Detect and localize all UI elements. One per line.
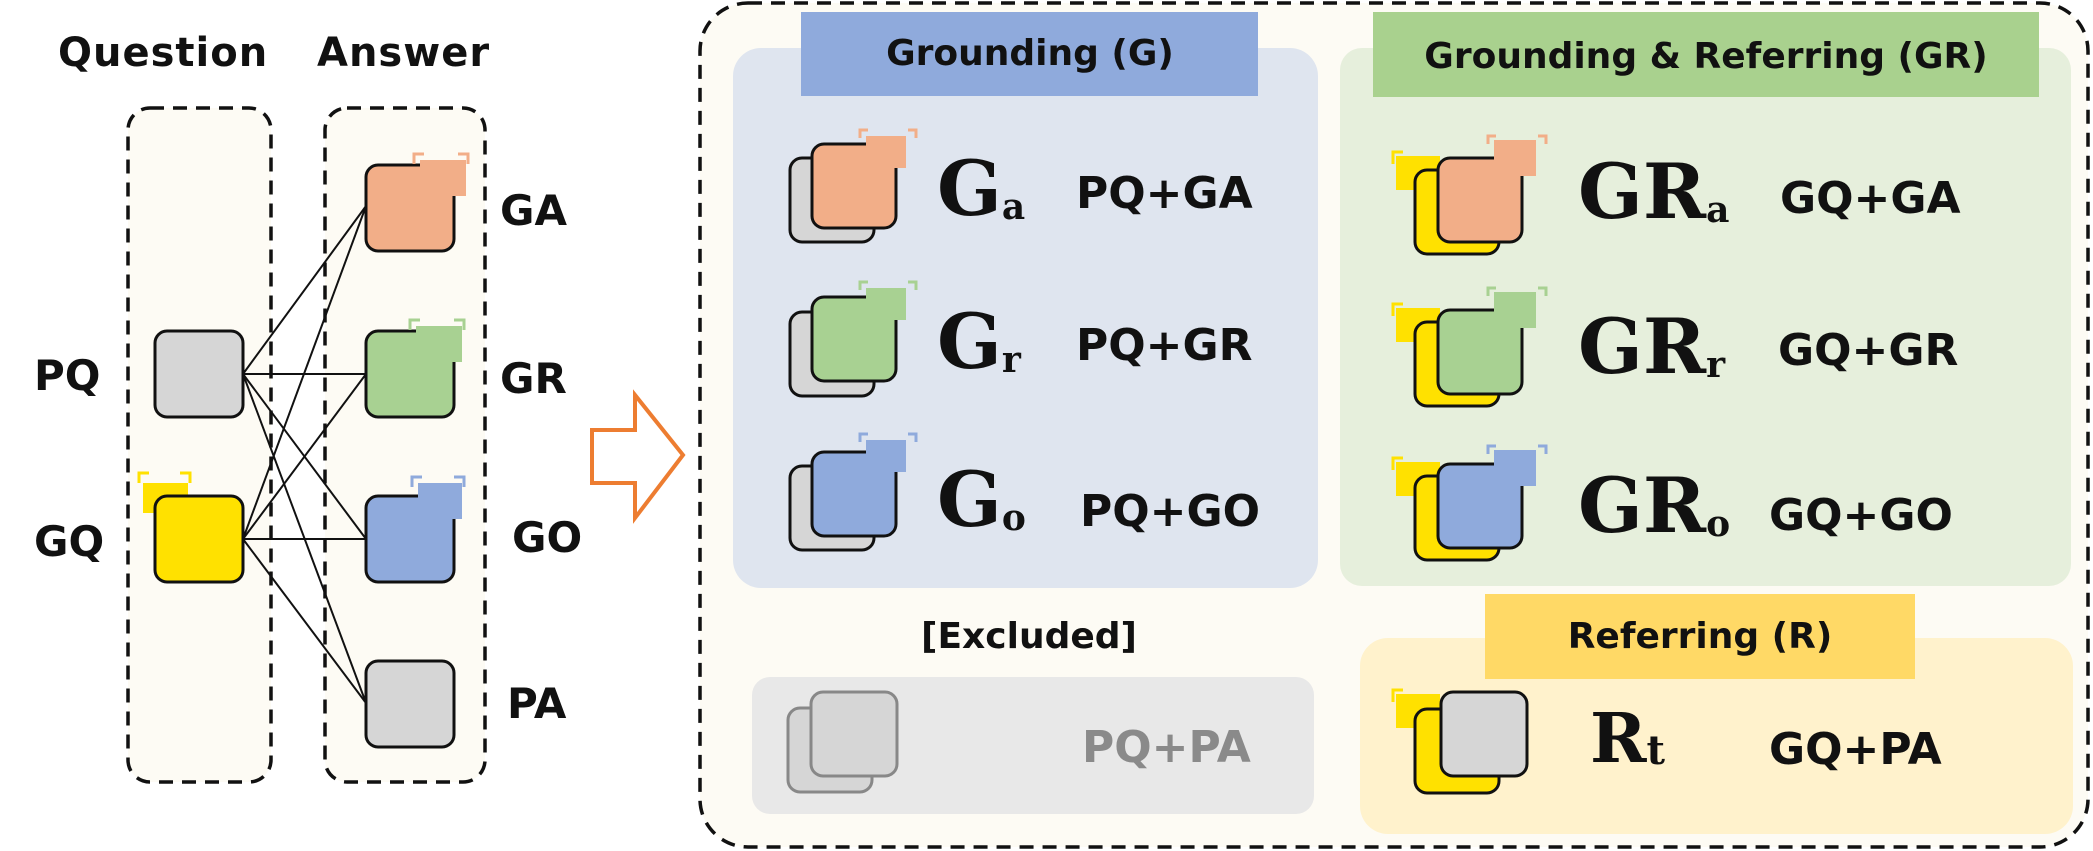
- gr-label: GR: [500, 354, 567, 403]
- grounding-title: Grounding (G): [886, 33, 1174, 74]
- answer-tab: [1494, 450, 1536, 486]
- excluded-square-front: [809, 690, 899, 778]
- grounding-row-a: Ga PQ+GA: [788, 128, 1253, 244]
- answer-node-go: GO: [364, 475, 582, 584]
- gr-tab: [416, 326, 462, 362]
- referring-symbol: Rt: [1590, 699, 1666, 779]
- ga-label: GA: [500, 186, 567, 235]
- grounding-combo-a: PQ+GA: [1076, 168, 1253, 219]
- question-heading: Question: [58, 30, 268, 76]
- question-node-gq: GQ: [34, 471, 245, 584]
- answer-tab: [866, 288, 906, 320]
- question-bracket-mark: [1391, 688, 1403, 702]
- referring-title-bar: [1485, 594, 1915, 679]
- answer-column-frame: [323, 106, 487, 784]
- ga-tab: [420, 160, 466, 196]
- grounding-symbol-r: Gr: [937, 297, 1022, 386]
- transform-arrow: [590, 389, 686, 524]
- gq-label: GQ: [34, 517, 104, 566]
- answer-square: [810, 450, 898, 538]
- gr-bracket-mark: [408, 318, 466, 330]
- excluded-combo: PQ+PA: [1082, 722, 1251, 773]
- answer-heading: Answer: [317, 30, 490, 76]
- answer-tab: [866, 136, 906, 168]
- question-bracket-mark: [1391, 302, 1403, 316]
- gr-title-bar: [1373, 12, 2039, 97]
- go-label: GO: [512, 513, 582, 562]
- grounding-combo-r: PQ+GR: [1076, 320, 1253, 371]
- answer-bracket-mark: [1486, 286, 1548, 296]
- connection-lines: [242, 205, 367, 704]
- question-column-frame: [126, 106, 273, 784]
- referring-group: Referring (R) Rt GQ+PA: [1360, 594, 2073, 834]
- ga-bracket-mark: [412, 152, 470, 164]
- answer-tab: [1494, 140, 1536, 176]
- gr-row-a: GRa GQ+GA: [1391, 134, 1961, 256]
- grounding-symbol-a: Ga: [937, 144, 1025, 233]
- go-tab: [418, 483, 462, 519]
- gr-row-o: GRo GQ+GO: [1391, 444, 1953, 562]
- gr-symbol-o: GRo: [1578, 461, 1730, 550]
- referring-combo: GQ+PA: [1769, 724, 1942, 775]
- gr-combo-o: GQ+GO: [1769, 490, 1953, 541]
- question-bracket-mark: [1391, 150, 1403, 164]
- gr-symbol-a: GRa: [1578, 147, 1729, 236]
- answer-square: [1436, 156, 1524, 244]
- gr-title: Grounding & Referring (GR): [1424, 36, 1987, 77]
- grounding-row-r: Gr PQ+GR: [788, 280, 1253, 398]
- answer-tab: [866, 440, 906, 472]
- answer-bracket-mark: [1486, 134, 1548, 144]
- answer-bracket-mark: [1486, 444, 1548, 454]
- gr-combo-a: GQ+GA: [1780, 173, 1961, 224]
- excluded-title: [Excluded]: [921, 616, 1137, 657]
- gr-row-r: GRr GQ+GR: [1391, 286, 1958, 408]
- pq-label: PQ: [34, 351, 101, 400]
- answer-node-gr: GR: [364, 318, 567, 419]
- answer-node-pa: PA: [364, 659, 567, 749]
- excluded-group: [Excluded] PQ+PA: [752, 616, 1314, 814]
- gq-bracket-mark-right: [180, 471, 192, 483]
- grounding-referring-group: Grounding & Referring (GR) GRa GQ+GA GRr…: [1340, 12, 2071, 586]
- referring-title: Referring (R): [1568, 616, 1833, 657]
- grounding-combo-o: PQ+GO: [1080, 486, 1260, 537]
- answer-tab: [1494, 292, 1536, 328]
- bracket-mark: [858, 280, 918, 290]
- bracket-mark: [858, 432, 918, 442]
- gq-square: [153, 494, 245, 584]
- gr-combo-r: GQ+GR: [1778, 325, 1958, 376]
- question-bracket-mark: [1391, 456, 1403, 470]
- answer-square: [1436, 308, 1524, 396]
- left-panel: Question Answer PQ GQ: [34, 30, 582, 784]
- grounding-symbol-o: Go: [937, 455, 1026, 544]
- referring-background: [1360, 638, 2073, 834]
- question-node-pq: PQ: [34, 329, 245, 419]
- pq-square: [153, 329, 245, 419]
- grounding-group: Grounding (G) Ga PQ+GA Gr PQ+GR Go PQ+G: [733, 12, 1318, 588]
- go-bracket-mark: [410, 475, 466, 487]
- grounding-title-bar: [801, 12, 1258, 96]
- pa-square: [364, 659, 456, 749]
- gr-symbol-r: GRr: [1578, 302, 1726, 391]
- pa-label: PA: [507, 679, 567, 728]
- answer-square: [1439, 690, 1529, 778]
- bracket-mark: [858, 128, 918, 138]
- grounding-row-o: Go PQ+GO: [788, 432, 1260, 552]
- answer-node-ga: GA: [364, 152, 567, 253]
